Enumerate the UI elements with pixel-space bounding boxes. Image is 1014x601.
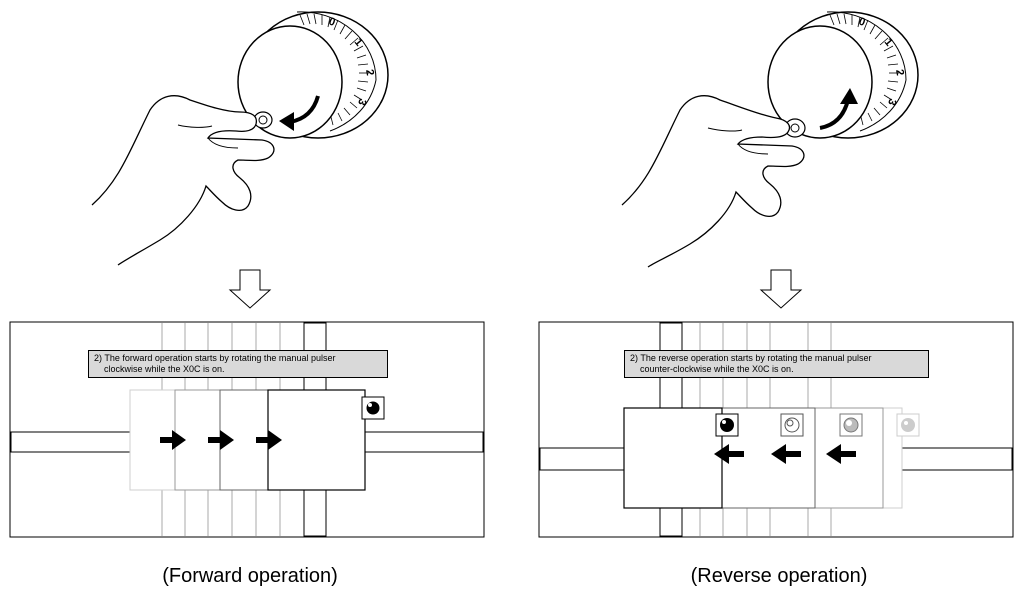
reverse-dial-digit-0: 0 (857, 16, 867, 29)
reverse-dial-knurling (829, 13, 899, 126)
forward-note-line-1: 2) The forward operation starts by rotat… (94, 353, 336, 363)
reverse-hand (621, 95, 805, 268)
forward-hand (91, 95, 275, 266)
forward-down-arrow (228, 269, 272, 309)
reverse-down-arrow (759, 269, 803, 309)
forward-info-note: 2) The forward operation starts by rotat… (88, 350, 388, 378)
reverse-pulser-icon-current (715, 413, 739, 437)
forward-manual-pulser: 0 1 2 3 (91, 11, 389, 266)
reverse-note-line-2: counter-clockwise while the X0C is on. (640, 364, 794, 374)
reverse-motion-arrows (714, 444, 856, 464)
reverse-pulser-icon-ghost-1 (780, 413, 804, 437)
forward-note-line-2: clockwise while the X0C is on. (104, 364, 225, 374)
reverse-info-note: 2) The reverse operation starts by rotat… (624, 350, 929, 378)
forward-dial-knurling (299, 13, 369, 126)
reverse-screen-panel (538, 321, 1014, 538)
forward-pulser-icon (361, 396, 385, 420)
reverse-manual-pulser: 0 1 2 3 (621, 11, 919, 268)
reverse-dial-digit-2: 2 (893, 68, 906, 76)
reverse-block-current (623, 407, 723, 509)
forward-caption: (Forward operation) (162, 565, 338, 587)
forward-dial-digit-2: 2 (363, 68, 376, 76)
forward-dial-digit-0: 0 (327, 16, 337, 29)
reverse-pulser-icon-ghost-2 (839, 413, 863, 437)
forward-motion-arrows (160, 430, 282, 450)
forward-block-current (267, 389, 366, 491)
reverse-dial-digit-3: 3 (885, 97, 898, 107)
reverse-pulser-icon-ghost-3 (896, 413, 920, 437)
forward-dial-digit-3: 3 (355, 97, 368, 107)
reverse-note-line-1: 2) The reverse operation starts by rotat… (630, 353, 872, 363)
reverse-caption: (Reverse operation) (690, 565, 868, 587)
